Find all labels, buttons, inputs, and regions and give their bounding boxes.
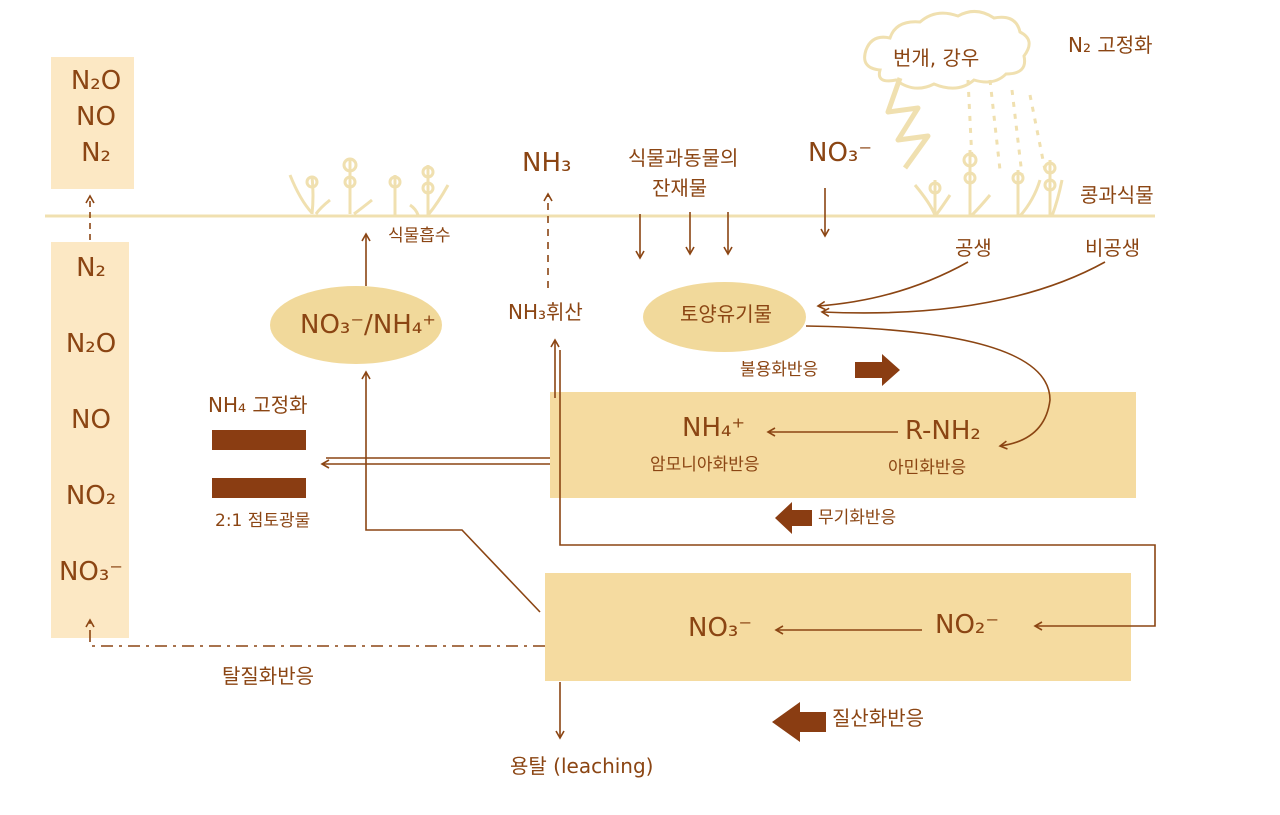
symbiotic-fixation-arrow <box>816 261 969 311</box>
species-no2: NO₂ <box>65 481 117 511</box>
rain-icon <box>966 79 1047 176</box>
gas-no: NO <box>76 102 116 132</box>
nh3-volatilization-label: NH₃휘산 <box>508 300 583 324</box>
nitrification-band <box>545 573 1131 681</box>
leaching-label: 용탈 (leaching) <box>510 754 654 778</box>
nitrification-block-arrow <box>772 702 826 742</box>
amination-label: 아민화반응 <box>888 458 967 478</box>
immobilization-label: 불용화반응 <box>740 360 819 380</box>
species-n2o: N₂O <box>65 329 117 359</box>
rnh2-label: R-NH₂ <box>905 416 981 446</box>
plant-uptake-label: 식물흡수 <box>388 226 451 246</box>
ammonification-label: 암모니아화반응 <box>650 455 760 475</box>
lightning-rain-label: 번개, 강우 <box>893 46 980 70</box>
grass-plants-icon <box>288 157 450 216</box>
nitrate-uptake-path <box>361 370 541 613</box>
denitrification-label: 탈질화반응 <box>222 664 314 688</box>
no3-nh4-pool-label: NO₃⁻/NH₄⁺ <box>300 310 436 340</box>
immobilization-curve <box>805 325 1051 450</box>
gas-n2o: N₂O <box>70 66 122 96</box>
atmosphere-gas-list: N₂O NO N₂ <box>51 68 141 166</box>
immobilization-block-arrow <box>855 354 900 386</box>
nh3-gas-label: NH₃ <box>522 148 572 178</box>
residue-label-line2: 잔재물 <box>652 176 708 200</box>
nh4-ion-label: NH₄⁺ <box>682 413 746 443</box>
legume-label: 콩과식물 <box>1080 183 1154 207</box>
nonsymbiotic-label: 비공생 <box>1085 236 1141 260</box>
cloud-icon <box>863 10 1031 90</box>
nitrification-label: 질산화반응 <box>832 706 924 730</box>
atmosphere-gas-panel <box>51 57 134 189</box>
soil-species-list: N₂ N₂O NO NO₂ NO₃⁻ <box>51 255 131 585</box>
gas-n2: N₂ <box>81 138 111 168</box>
nh4-fixation-label: NH₄ 고정화 <box>208 393 308 417</box>
soil-gas-panel <box>51 242 129 638</box>
mineralization-label: 무기화반응 <box>818 508 897 528</box>
species-no: NO <box>71 405 111 435</box>
soil-organic-matter-label: 토양유기물 <box>680 302 772 326</box>
species-no3: NO₃⁻ <box>58 557 124 587</box>
denitrification-arrow <box>85 618 545 647</box>
lightning-icon <box>885 77 931 170</box>
ammonification-band <box>550 392 1136 498</box>
no3-deposition-label: NO₃⁻ <box>808 138 873 168</box>
clay-layer-top <box>212 430 306 450</box>
nitrite-ion-label: NO₂⁻ <box>935 610 1000 640</box>
residue-label-line1: 식물과동물의 <box>628 146 739 170</box>
soil-organic-matter-pool <box>643 282 806 352</box>
nitrate-ion-label: NO₃⁻ <box>688 613 753 643</box>
clay-mineral-label: 2:1 점토광물 <box>215 511 311 531</box>
no3-nh4-pool <box>270 286 442 364</box>
clay-layer-bottom <box>212 478 306 498</box>
n2-fixation-label: N₂ 고정화 <box>1068 33 1153 57</box>
legume-plants-icon <box>913 150 1064 217</box>
symbiotic-label: 공생 <box>955 236 992 260</box>
mineralization-block-arrow <box>775 502 812 534</box>
nonsymbiotic-fixation-arrow <box>820 261 1106 317</box>
species-n2: N₂ <box>76 253 106 283</box>
mineralization-loop <box>559 350 1156 631</box>
